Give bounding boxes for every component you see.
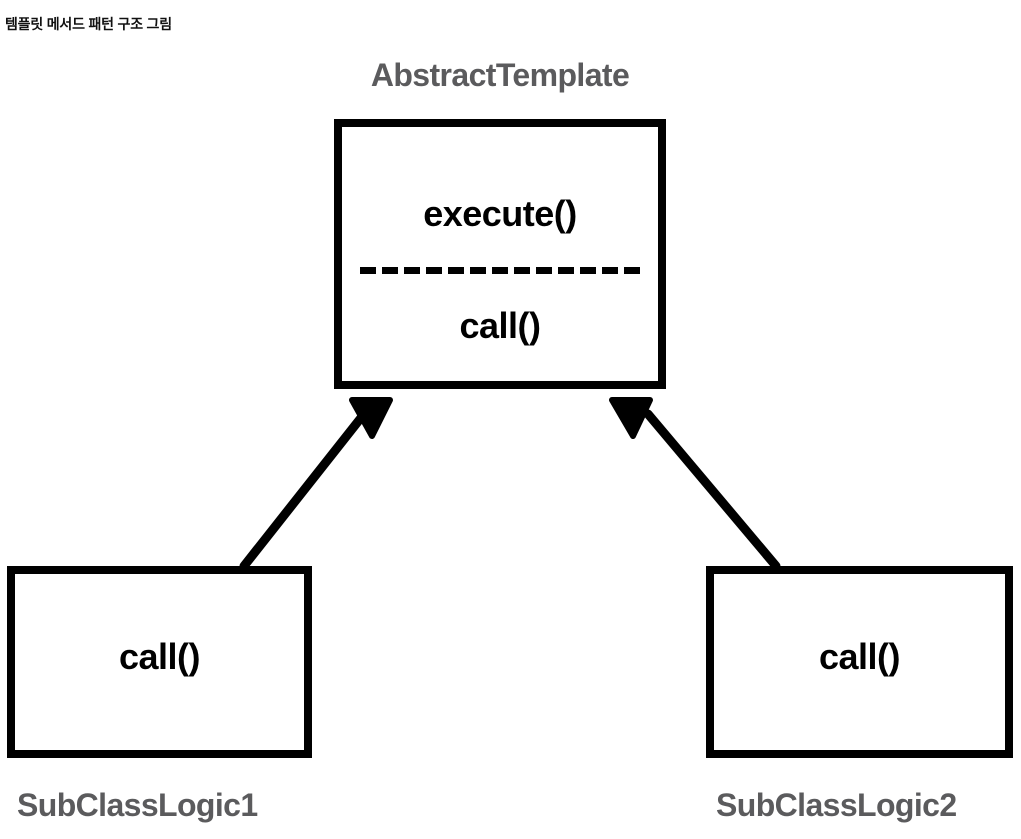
page-title: 템플릿 메서드 패턴 구조 그림 [5, 16, 172, 32]
member-call-subclass-1: call() [118, 636, 201, 677]
generalization-arrow-subclass2 [609, 397, 781, 571]
class-title-subclass-logic-1: SubClassLogic1 [17, 787, 258, 823]
member-call-abstract: call() [459, 305, 541, 346]
class-title-subclass-logic-2: SubClassLogic2 [716, 787, 957, 823]
class-member-divider [360, 267, 640, 274]
generalization-arrow-subclass1 [239, 397, 393, 571]
member-execute: execute() [423, 193, 577, 234]
class-box-abstract-template[interactable]: execute() call() [334, 119, 666, 389]
class-box-subclass-logic-2[interactable]: call() [706, 566, 1013, 758]
class-title-abstract-template: AbstractTemplate [370, 57, 630, 93]
class-box-subclass-logic-1[interactable]: call() [7, 566, 312, 758]
member-call-subclass-2: call() [818, 636, 901, 677]
